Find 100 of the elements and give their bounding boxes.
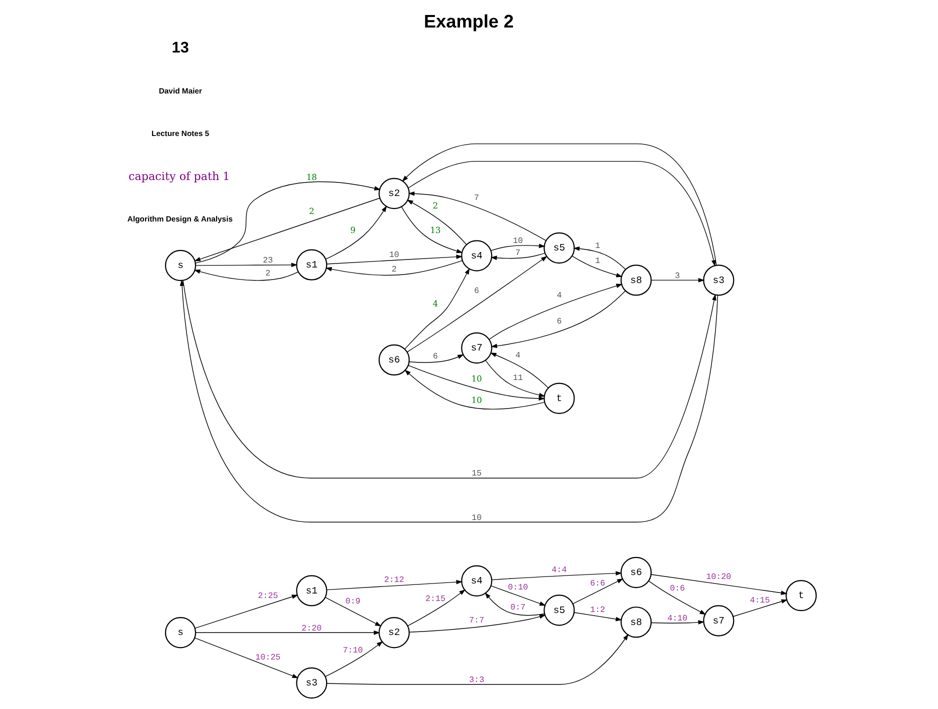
edge-label: 4:10 <box>667 613 688 624</box>
node-circle: s6 <box>620 556 652 588</box>
arrow <box>408 365 546 401</box>
edge-label: 0:7 <box>510 602 526 612</box>
edge-label: 1:2 <box>590 605 606 616</box>
arrow <box>326 580 463 590</box>
node-circle: s1 <box>296 249 328 280</box>
node-circle: s8 <box>620 264 652 296</box>
arrow <box>574 612 622 622</box>
arrow <box>490 290 626 348</box>
arrow <box>324 597 382 626</box>
edge-label: 7 <box>474 193 480 204</box>
edge-label: 11 <box>512 372 523 383</box>
edge-label: 4 <box>432 298 438 308</box>
edge-label: 10 <box>472 512 482 523</box>
edge-label: 10 <box>471 373 482 384</box>
label: capacity of path 1 <box>128 170 230 184</box>
node-circle: s4 <box>461 240 492 272</box>
node-circle: s7 <box>461 332 492 364</box>
diagram-title: Example 2 <box>424 12 514 32</box>
arrow <box>194 198 380 262</box>
node-circle: s2 <box>378 617 410 648</box>
edge-label: 6 <box>556 316 562 326</box>
arrow <box>326 634 628 685</box>
edge-label: 3:3 <box>469 675 484 686</box>
arrow <box>648 580 706 615</box>
arrow <box>484 592 545 616</box>
arrow <box>401 206 463 254</box>
arrow <box>490 244 546 251</box>
edge-label: 7:7 <box>469 616 484 626</box>
edge-label: 2:25 <box>258 591 278 602</box>
edge-label: 10 <box>389 250 400 260</box>
edge-label: 6 <box>474 286 480 296</box>
arrow <box>650 620 704 625</box>
edge-label: 0:9 <box>345 596 360 607</box>
node-circle: s3 <box>703 264 734 296</box>
arrow <box>407 589 466 626</box>
arrow <box>650 574 788 596</box>
edge-label: 4 <box>515 350 520 361</box>
node-circle: s2 <box>378 178 410 210</box>
node-circle: t <box>544 382 575 414</box>
node-circle: s4 <box>461 565 492 596</box>
arrow <box>406 200 467 245</box>
arrow <box>572 256 623 278</box>
arrow <box>492 571 622 580</box>
edge-label: 6 <box>432 351 438 362</box>
arrow <box>195 181 381 264</box>
arrow <box>406 256 548 352</box>
edge-label: 2:15 <box>425 594 446 604</box>
arrow <box>573 246 626 270</box>
arrow <box>182 280 716 478</box>
edge-label: 10 <box>512 236 523 246</box>
arrow <box>195 630 380 635</box>
arrow <box>194 638 298 678</box>
edge-label: 0:6 <box>670 583 685 594</box>
edge-label: 4:15 <box>750 595 770 606</box>
arrow <box>326 254 463 264</box>
edge-label: 10:20 <box>706 572 732 582</box>
arrow <box>488 284 623 340</box>
edge-label: 10 <box>471 394 482 405</box>
edge-label: 0:10 <box>508 582 528 593</box>
node-circle: s3 <box>296 667 328 699</box>
arrow <box>408 614 546 632</box>
arrow <box>324 641 384 677</box>
arrow <box>404 370 545 410</box>
edge-label: 2:20 <box>302 623 322 634</box>
arrow <box>572 578 624 604</box>
edge-label: 2:12 <box>384 575 404 586</box>
edge-label: 1 <box>595 240 600 251</box>
arrow <box>408 160 716 266</box>
node-circle: s1 <box>296 575 328 606</box>
arrow <box>195 262 298 268</box>
edge-label: 2 <box>265 268 270 279</box>
arrow <box>485 360 546 398</box>
edge-label: 23 <box>262 255 273 266</box>
arrow <box>180 280 718 522</box>
node-circle: s7 <box>703 605 734 636</box>
arrow <box>408 354 464 363</box>
edge-label: 10:25 <box>255 652 281 663</box>
label: Algorithm Design & Analysis <box>127 214 233 224</box>
edge-label: 9 <box>350 225 356 236</box>
edge-label: 1 <box>595 256 600 266</box>
arrow <box>408 191 546 241</box>
edge-label: 7 <box>515 248 520 258</box>
label: Lecture Notes 5 <box>152 129 210 138</box>
edge-label: 4 <box>556 290 562 300</box>
edge-label: 13 <box>430 225 441 236</box>
node-circle: s5 <box>544 594 575 626</box>
edge-label: 7:10 <box>342 646 363 656</box>
node-circle: s5 <box>544 232 575 264</box>
edge-label: 6:6 <box>590 578 606 589</box>
arrow <box>490 252 546 260</box>
arrow <box>732 599 788 617</box>
node-circle: t <box>786 580 817 612</box>
arrow <box>490 585 546 606</box>
edge-label: 2 <box>308 206 314 216</box>
label: 13 <box>172 40 189 57</box>
node-circle: s8 <box>620 606 652 638</box>
edge-label: 4:4 <box>552 565 567 576</box>
arrow <box>402 143 717 266</box>
